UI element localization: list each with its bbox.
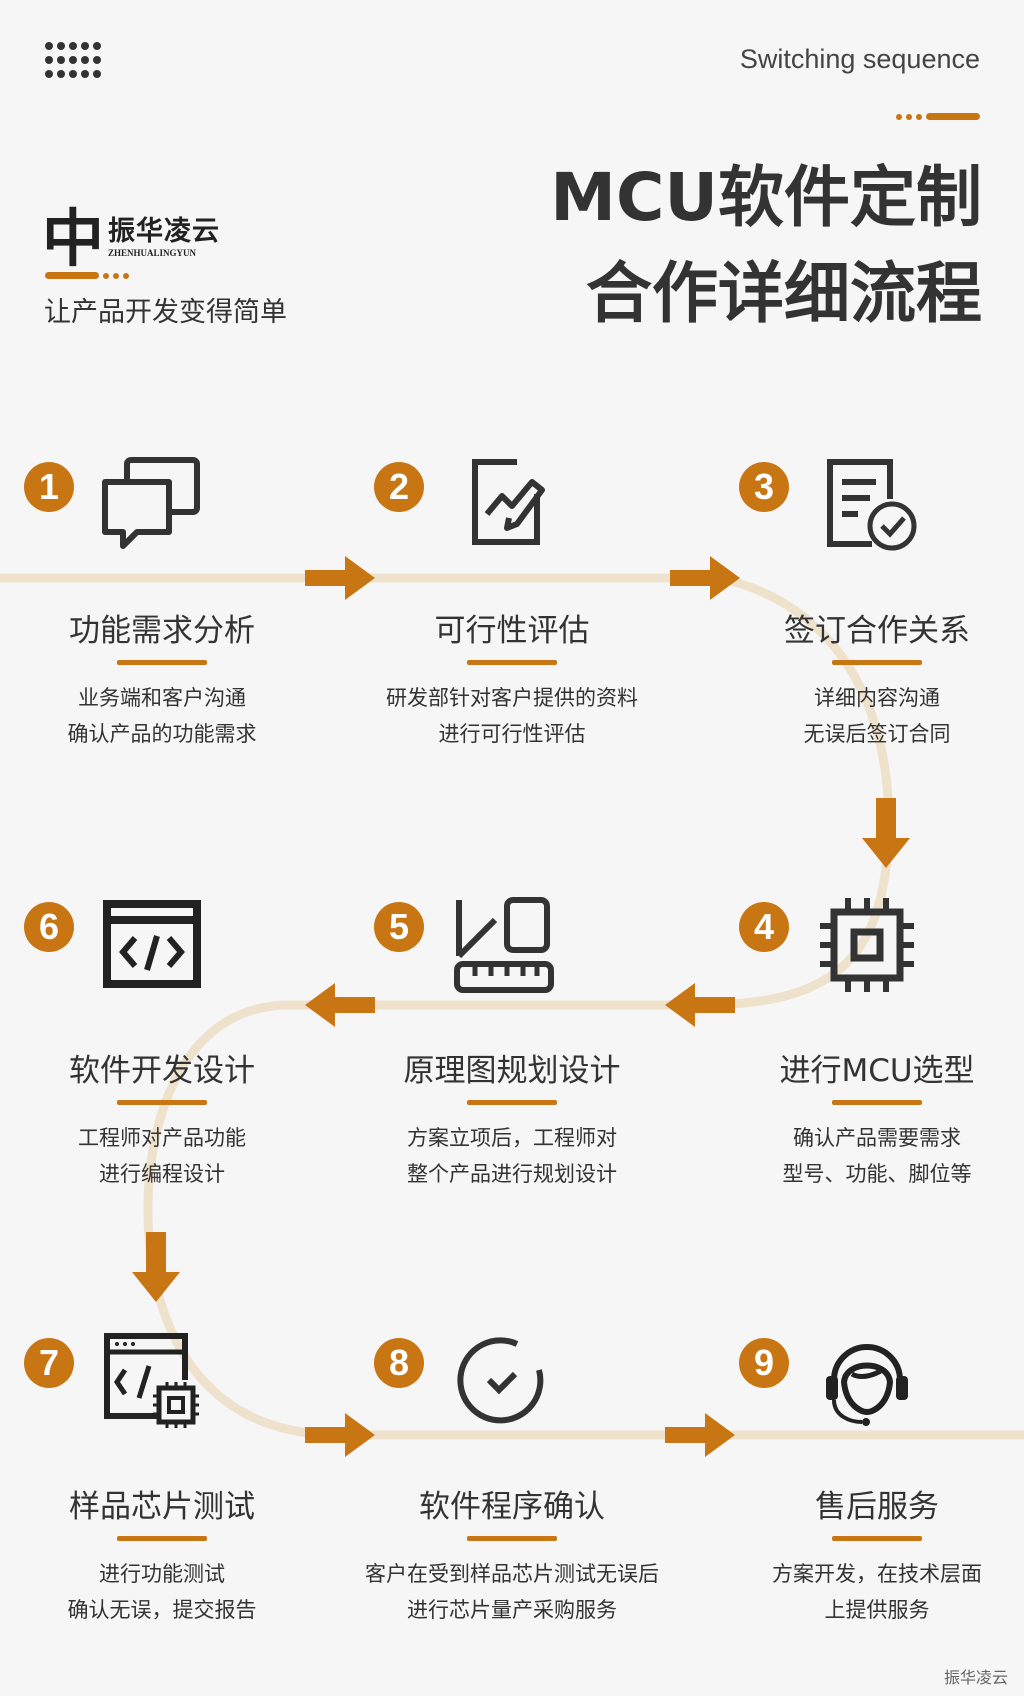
step-5: 5 原理图规划设计 方案立项后，工程师对 整个产品进行规划设计 [332, 897, 692, 1202]
code-window-icon [103, 900, 201, 988]
step-title: 签订合作关系 [784, 613, 970, 649]
step-number-badge: 2 [374, 462, 424, 512]
chat-bubbles-icon [102, 457, 200, 549]
title-underline [832, 1100, 922, 1105]
arrow-right [305, 556, 375, 600]
step-3: 3 签订合作关系 详细内容沟通 无误后签订合同 [697, 459, 1024, 762]
title-line-2: 合作详细流程 [586, 255, 982, 332]
step-desc-line-2: 无误后签订合同 [803, 722, 951, 746]
step-desc-line-2: 进行芯片量产采购服务 [407, 1598, 617, 1622]
step-4: 4 进行MCU选型 确认产品需要需求 型号、功能、脚位等 [697, 898, 1024, 1202]
step-title: 样品芯片测试 [69, 1489, 255, 1525]
accent-divider [896, 113, 980, 120]
step-1: 1 功能需求分析 业务端和客户沟通 确认产品的功能需求 [0, 457, 342, 762]
check-circle-icon [457, 1337, 544, 1424]
document-check-icon [827, 459, 917, 551]
dots-grid-icon [45, 42, 103, 78]
arrow-down [132, 1232, 180, 1302]
ruler-design-icon [454, 897, 554, 993]
logo-en: ZHENHUALINGYUN [108, 247, 197, 258]
step-desc-line-1: 业务端和客户沟通 [78, 686, 246, 710]
logo-cn: 振华凌云 [108, 215, 221, 247]
title-underline [117, 1536, 207, 1541]
step-7: 7 样品芯片测试 进行功能测试 确认无误，提交报告 [0, 1333, 342, 1638]
step-number-badge: 3 [739, 462, 789, 512]
step-desc-line-2: 确认无误，提交报告 [67, 1598, 257, 1622]
step-number-badge: 4 [739, 902, 789, 952]
step-desc-line-2: 进行编程设计 [99, 1162, 225, 1186]
step-desc-line-1: 方案开发，在技术层面 [772, 1562, 982, 1586]
step-2: 2 可行性评估 研发部针对客户提供的资料 进行可行性评估 [332, 459, 692, 762]
title-underline [467, 1100, 557, 1105]
code-chip-icon [104, 1333, 199, 1428]
step-desc-line-1: 确认产品需要需求 [793, 1126, 961, 1150]
step-number-badge: 5 [374, 902, 424, 952]
title-underline [832, 660, 922, 665]
page-title: MCU软件定制 合作详细流程 [550, 150, 982, 342]
step-desc-line-1: 研发部针对客户提供的资料 [386, 686, 638, 710]
step-title: 进行MCU选型 [779, 1053, 975, 1089]
watermark: 振华凌云 [943, 1668, 1008, 1687]
step-9: 9 售后服务 方案开发，在技术层面 上提供服务 [697, 1338, 1024, 1638]
step-desc-line-1: 客户在受到样品芯片测试无误后 [365, 1562, 659, 1586]
step-title: 软件程序确认 [419, 1489, 605, 1525]
arrow-left [305, 983, 375, 1027]
step-desc-line-2: 型号、功能、脚位等 [782, 1162, 972, 1186]
step-desc-line-1: 方案立项后，工程师对 [407, 1126, 617, 1150]
chart-pen-icon [472, 459, 545, 545]
step-desc-line-2: 上提供服务 [824, 1598, 930, 1622]
arrow-left [665, 983, 735, 1027]
step-6: 6 软件开发设计 工程师对产品功能 进行编程设计 [0, 900, 342, 1202]
arrow-right [670, 556, 740, 600]
logo-mark-icon: 中 [42, 202, 105, 275]
step-number-badge: 8 [374, 1338, 424, 1388]
step-8: 8 软件程序确认 客户在受到样品芯片测试无误后 进行芯片量产采购服务 [332, 1337, 692, 1638]
step-title: 售后服务 [815, 1489, 939, 1525]
step-title: 原理图规划设计 [403, 1053, 621, 1089]
title-line-1: MCU软件定制 [550, 159, 982, 236]
step-desc-line-2: 整个产品进行规划设计 [407, 1162, 617, 1186]
headset-support-icon [826, 1344, 908, 1426]
title-underline [467, 1536, 557, 1541]
arrow-down [862, 798, 910, 868]
step-number-badge: 6 [24, 902, 74, 952]
step-desc-line-1: 进行功能测试 [99, 1562, 225, 1586]
title-underline [832, 1536, 922, 1541]
tagline: 让产品开发变得简单 [44, 297, 287, 328]
arrow-right [305, 1413, 375, 1457]
title-underline [117, 660, 207, 665]
title-underline [117, 1100, 207, 1105]
step-number-badge: 7 [24, 1338, 74, 1388]
chip-icon [820, 898, 914, 992]
step-desc-line-2: 确认产品的功能需求 [67, 722, 257, 746]
step-title: 可行性评估 [434, 613, 590, 649]
step-desc-line-1: 详细内容沟通 [814, 686, 940, 710]
step-number-badge: 9 [739, 1338, 789, 1388]
title-underline [467, 660, 557, 665]
step-desc-line-2: 进行可行性评估 [438, 722, 586, 746]
arrow-right [665, 1413, 735, 1457]
step-title: 功能需求分析 [69, 613, 255, 649]
step-desc-line-1: 工程师对产品功能 [78, 1126, 246, 1150]
step-number-badge: 1 [24, 462, 74, 512]
accent-divider [45, 272, 129, 279]
step-title: 软件开发设计 [69, 1053, 255, 1089]
subtitle: Switching sequence [739, 44, 980, 74]
